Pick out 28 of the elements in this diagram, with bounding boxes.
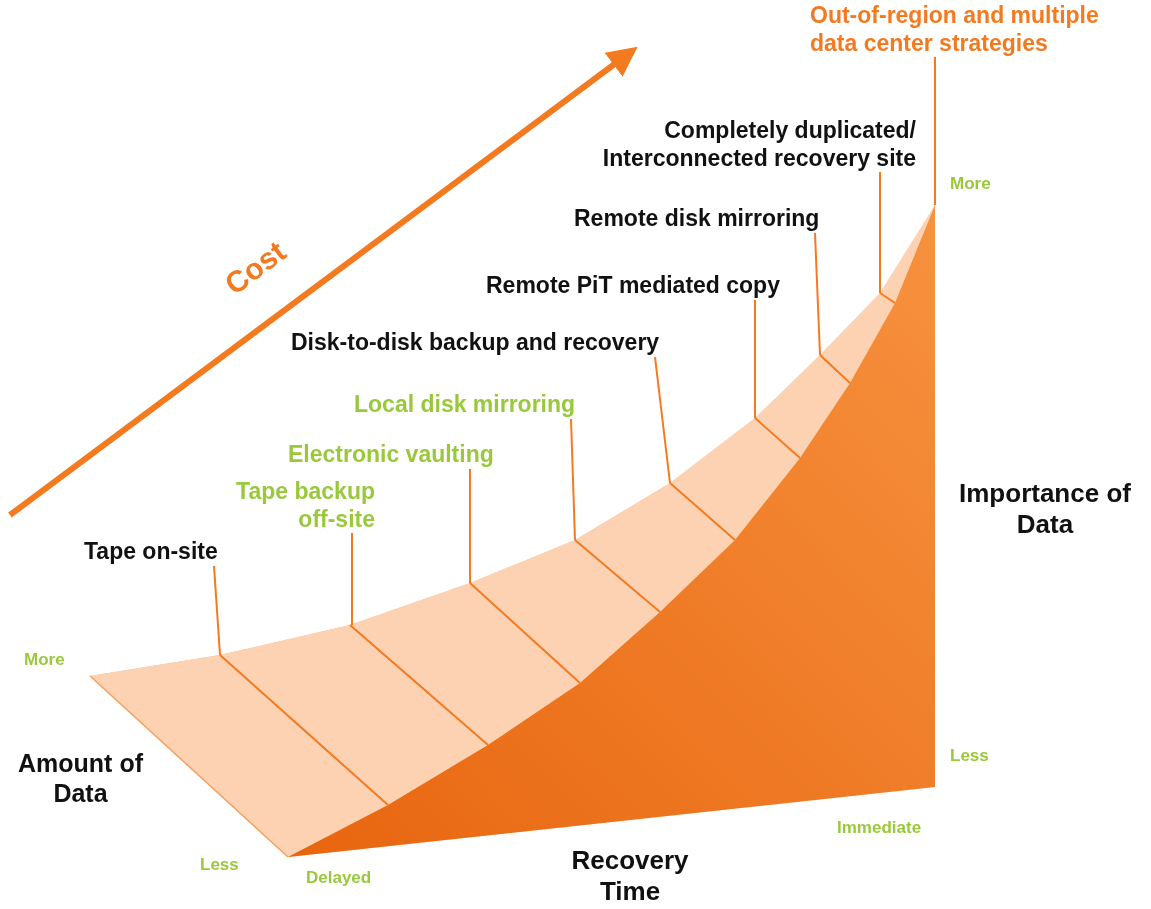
axis-title: Recovery Time [570,845,690,908]
scale-label: Delayed [306,868,372,889]
callout-text: Out-of-region and multiple data center strategies [810,2,1140,58]
axis-title: Amount of Data [18,748,143,808]
scale-label: Immediate [837,818,922,839]
callout-text: Completely duplicated/ Interconnected recovery site [556,117,916,173]
leader-line [570,418,576,541]
leader-line [879,171,881,294]
axis-title: Importance of Data [958,478,1132,541]
callout-text: Tape on-site [84,538,218,566]
callout-text: Tape backup off-site [210,478,375,534]
axis-title: Cost [217,233,293,303]
leader-line [754,299,756,419]
scale-label: More [24,650,65,671]
leader-line [654,356,671,484]
callout-text: Disk-to-disk backup and recovery [291,329,660,357]
leader-line [934,56,936,206]
callout-text: Remote disk mirroring [574,205,820,233]
callout-text: Electronic vaulting [288,441,494,469]
scale-label: More [950,174,991,195]
scale-label: Less [200,855,239,876]
callout-text: Local disk mirroring [354,391,576,419]
leader-line [213,565,221,656]
leader-line [814,232,821,356]
leader-line [469,468,471,584]
callout-text: Remote PiT mediated copy [486,272,780,300]
scale-label: Less [950,746,989,767]
leader-line [351,532,353,626]
